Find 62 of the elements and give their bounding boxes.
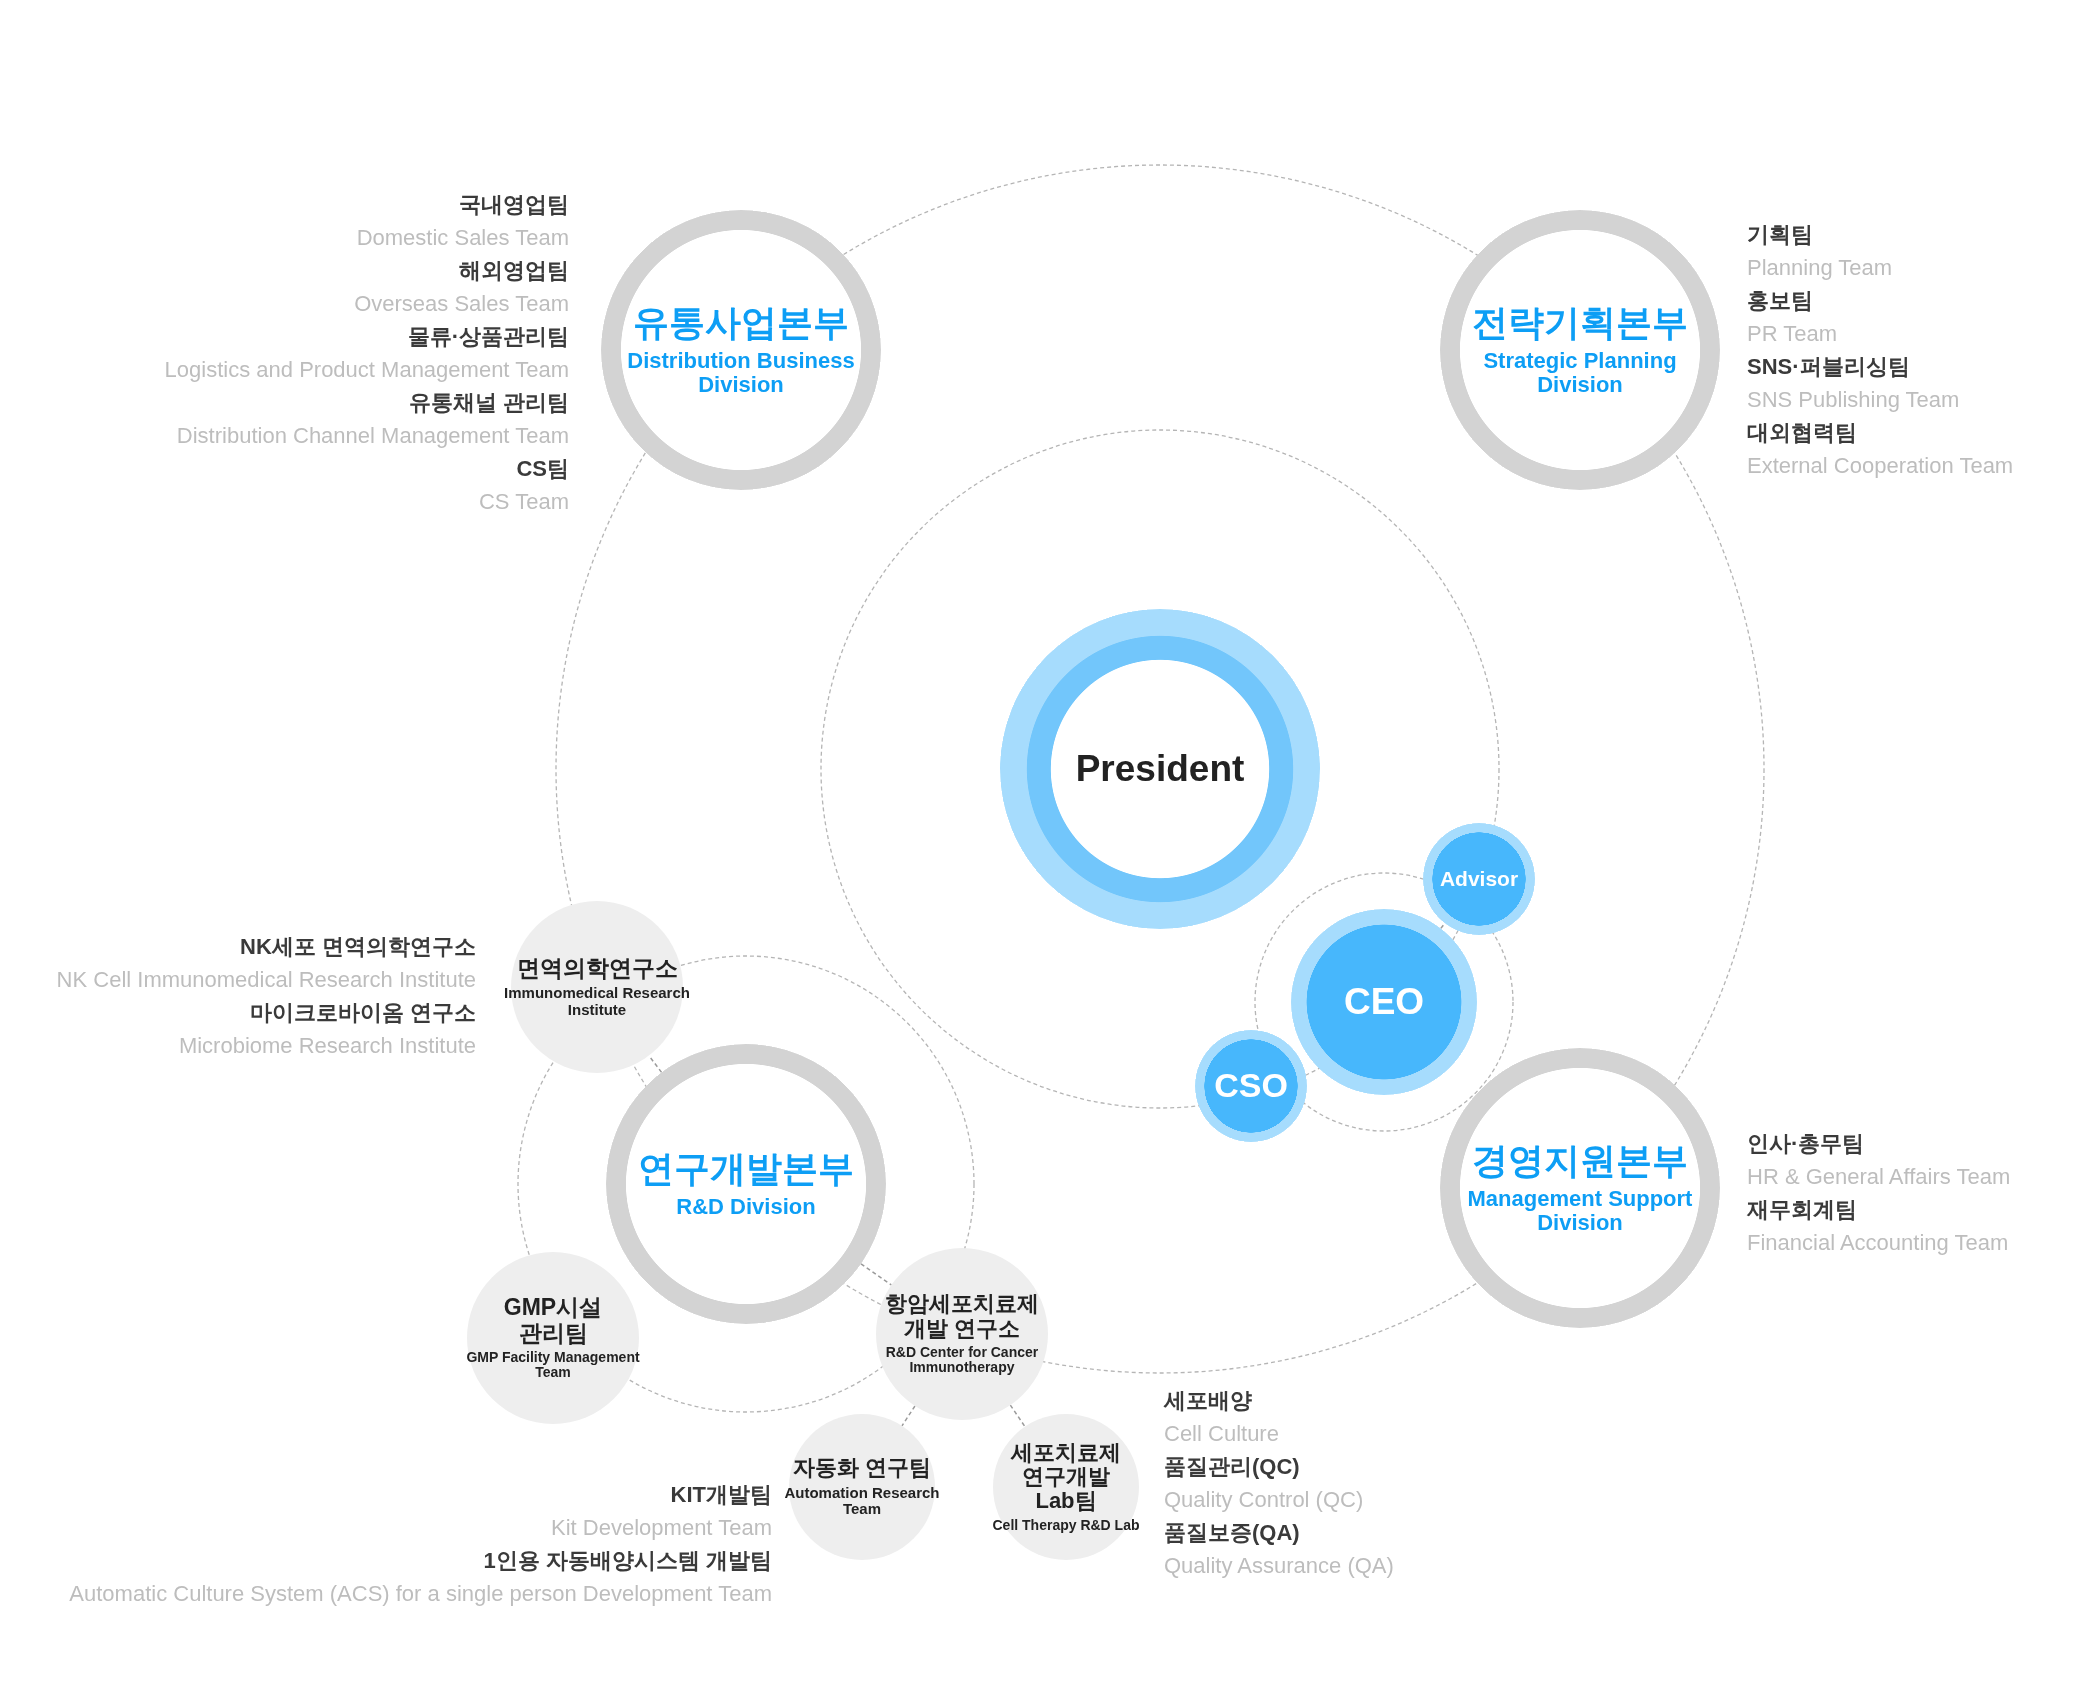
executive-title: CEO: [1343, 981, 1425, 1023]
team-name: 해외영업팀: [459, 257, 569, 285]
team-name-english: Distribution Channel Management Team: [176, 422, 569, 450]
executive-title: Advisor: [1439, 867, 1519, 891]
team-name-english: Financial Accounting Team: [1747, 1229, 2009, 1257]
team-name-english: Microbiome Research Institute: [178, 1032, 476, 1060]
team-name-english: SNS Publishing Team: [1747, 386, 1960, 414]
team-name: 기획팀: [1747, 221, 1813, 249]
team-name-english: Cell Culture: [1164, 1420, 1279, 1448]
connector-line: [1440, 922, 1446, 930]
team-name-english: HR & General Affairs Team: [1747, 1163, 2011, 1191]
team-name-english: Logistics and Product Management Team: [164, 356, 569, 384]
team-name: 인사·총무팀: [1747, 1130, 1865, 1158]
team-name: CS팀: [516, 455, 569, 483]
team-name: 품질보증(QA): [1164, 1519, 1300, 1547]
team-name-english: Quality Assurance (QA): [1164, 1552, 1394, 1580]
team-name: 물류·상품관리팀: [407, 323, 569, 351]
team-name-english: CS Team: [478, 488, 569, 516]
team-name: 1인용 자동배양시스템 개발팀: [483, 1547, 772, 1575]
team-name: 재무회계팀: [1747, 1196, 1857, 1224]
team-name: 자동화 연구팀: [792, 1456, 932, 1481]
division-name: 경영지원본부: [1472, 1141, 1688, 1181]
president-title: President: [1075, 748, 1245, 790]
team-name: 세포배양: [1164, 1387, 1252, 1415]
division-name-english: Management Support Division: [1466, 1186, 1694, 1235]
team-name-english: Quality Control (QC): [1164, 1486, 1364, 1514]
team-name: GMP시설 관리팀: [502, 1295, 604, 1346]
team-name: 마이크로바이옴 연구소: [249, 999, 476, 1027]
team-name: NK세포 면역의학연구소: [240, 933, 476, 961]
team-name-english: Overseas Sales Team: [354, 290, 569, 318]
division-name-english: Strategic Planning Division: [1482, 348, 1678, 397]
team-name: 항암세포치료제 개발 연구소: [884, 1292, 1040, 1341]
division-name: 유통사업본부: [633, 303, 849, 343]
connector-line: [901, 1405, 916, 1427]
team-name-english: NK Cell Immunomedical Research Institute: [56, 966, 476, 994]
executive-title: CSO: [1214, 1067, 1288, 1105]
team-name-english: Automatic Culture System (ACS) for a single person Development Team: [69, 1580, 772, 1608]
team-name-english: Cell Therapy R&D Lab: [992, 1517, 1140, 1533]
team-name: 홍보팀: [1747, 287, 1813, 315]
team-name-english: Automation Research Team: [783, 1484, 941, 1518]
team-name: 면역의학연구소: [516, 955, 678, 982]
division-name: 연구개발본부: [638, 1149, 854, 1189]
division-name-english: R&D Division: [676, 1194, 816, 1219]
team-name: 국내영업팀: [459, 191, 569, 219]
team-name-english: Domestic Sales Team: [356, 224, 569, 252]
team-name: 유통채널 관리팀: [408, 389, 569, 417]
team-name-english: External Cooperation Team: [1747, 452, 2014, 480]
team-name: 품질관리(QC): [1164, 1453, 1300, 1481]
division-name: 전략기획본부: [1472, 303, 1688, 343]
team-name-english: Immunomedical Research Institute: [503, 985, 691, 1019]
team-name: 대외협력팀: [1747, 419, 1857, 447]
team-name-english: PR Team: [1747, 320, 1838, 348]
team-name: 세포치료제 연구개발 Lab팀: [1009, 1441, 1122, 1514]
team-name-english: GMP Facility Management Team: [465, 1349, 641, 1381]
team-name-english: Planning Team: [1747, 254, 1893, 282]
team-name-english: Kit Development Team: [551, 1514, 772, 1542]
team-name: KIT개발팀: [670, 1481, 772, 1509]
team-name-english: R&D Center for Cancer Immunotherapy: [884, 1344, 1040, 1376]
connector-line: [1009, 1404, 1026, 1428]
team-name: SNS·퍼블리싱팀: [1747, 353, 1910, 381]
division-name-english: Distribution Business Division: [626, 348, 856, 397]
connector-line: [860, 1263, 893, 1286]
